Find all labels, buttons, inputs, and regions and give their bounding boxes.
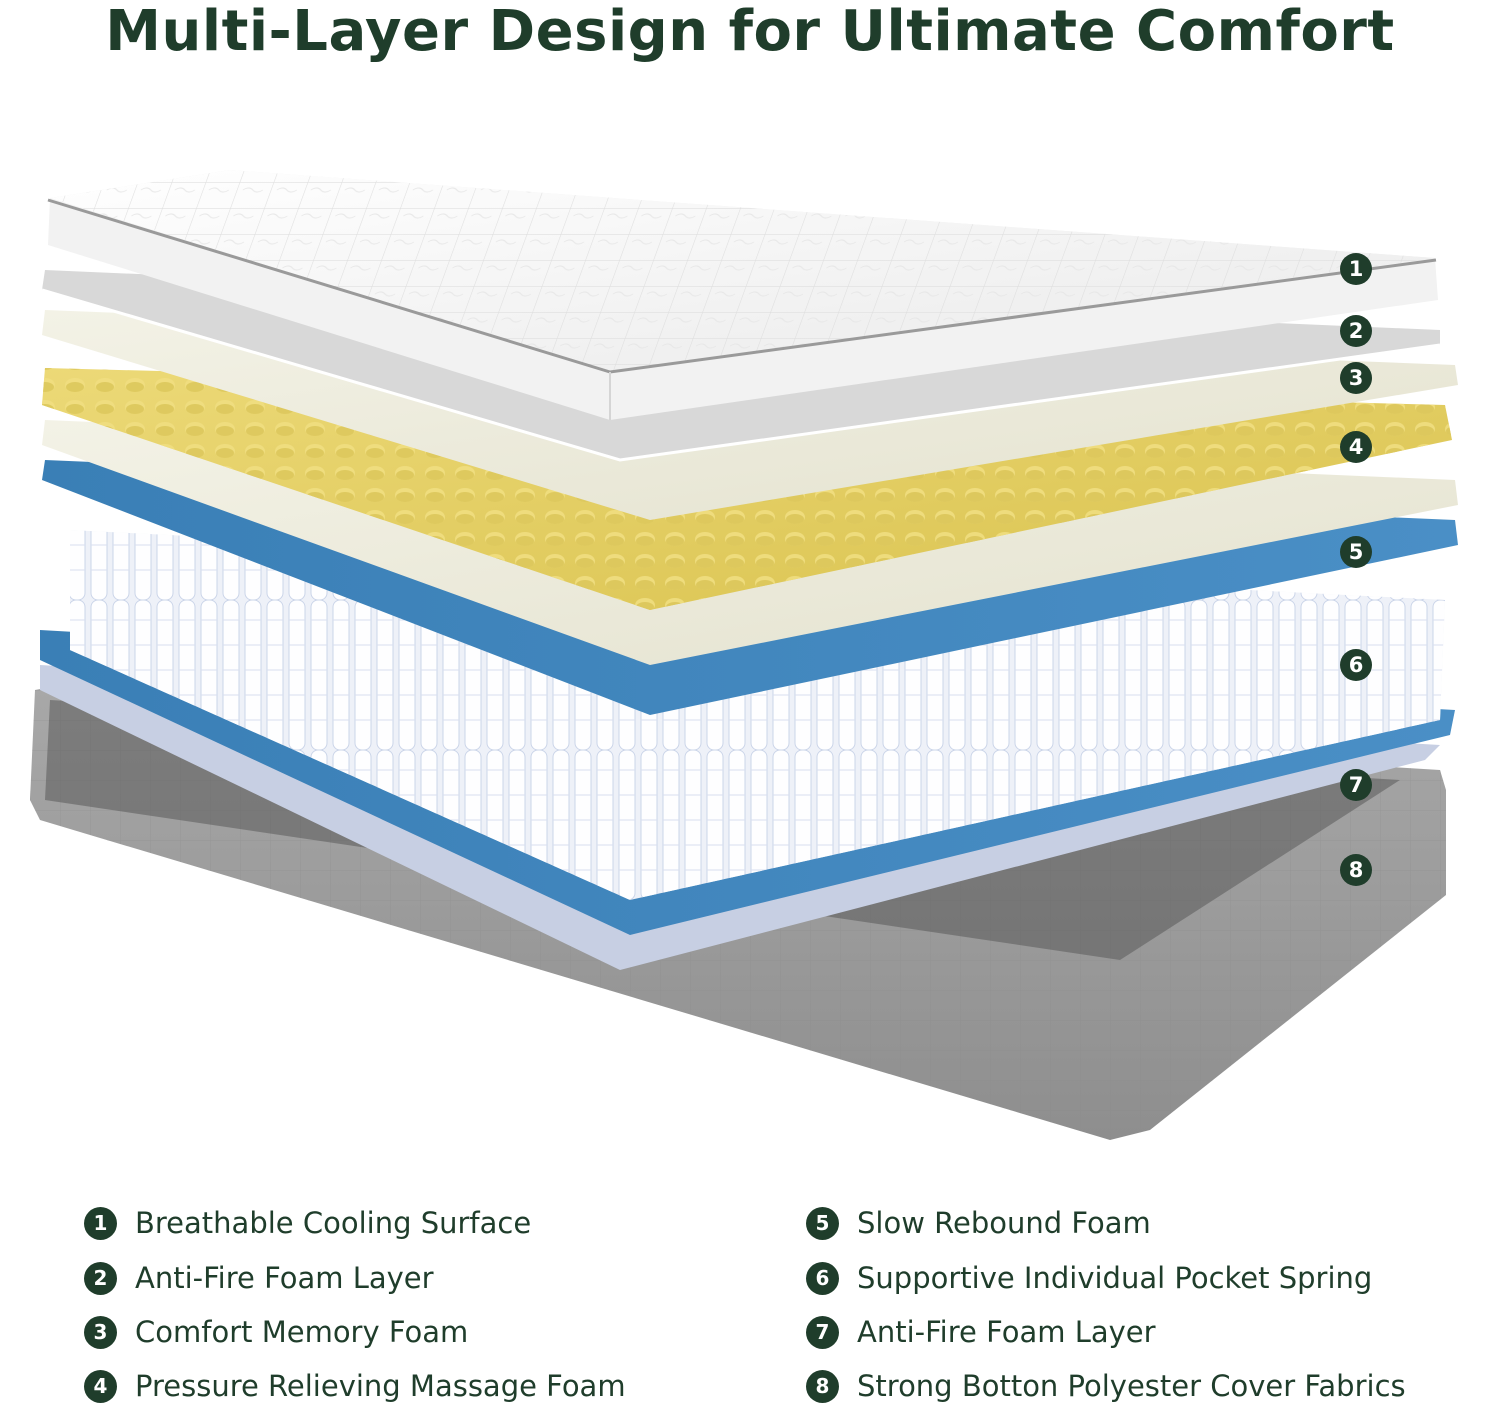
legend-badge-8: 8 [806, 1369, 839, 1403]
svg-text:2: 2 [1349, 319, 1364, 343]
svg-text:3: 3 [1349, 366, 1364, 390]
layer-legend: 1 Breathable Cooling Surface 2 Anti-Fire… [0, 1195, 1500, 1408]
legend-badge-3: 3 [84, 1315, 117, 1349]
svg-text:6: 6 [1349, 653, 1364, 677]
svg-text:8: 8 [1349, 858, 1364, 882]
layer-1-cooling-surface [47, 170, 1438, 420]
legend-item-7: 7 Anti-Fire Foam Layer [806, 1310, 1156, 1354]
legend-badge-6: 6 [806, 1261, 839, 1295]
svg-text:7: 7 [1349, 773, 1364, 797]
legend-badge-5: 5 [806, 1206, 839, 1240]
legend-label-6: Supportive Individual Pocket Spring [857, 1261, 1373, 1295]
svg-text:1: 1 [1349, 257, 1364, 281]
legend-item-3: 3 Comfort Memory Foam [84, 1310, 468, 1354]
badge-8: 8 [1340, 854, 1372, 886]
badge-6: 6 [1340, 649, 1372, 681]
legend-badge-1: 1 [84, 1206, 117, 1240]
legend-label-8: Strong Botton Polyester Cover Fabrics [857, 1369, 1406, 1403]
mattress-layers-illustration: 1 2 3 4 5 6 7 8 [30, 170, 1458, 1140]
legend-badge-7: 7 [806, 1315, 839, 1349]
legend-item-1: 1 Breathable Cooling Surface [84, 1201, 531, 1245]
legend-label-4: Pressure Relieving Massage Foam [135, 1369, 626, 1403]
page-title: Multi-Layer Design for Ultimate Comfort [105, 0, 1395, 64]
legend-item-6: 6 Supportive Individual Pocket Spring [806, 1256, 1372, 1300]
badge-3: 3 [1340, 362, 1372, 394]
legend-item-2: 2 Anti-Fire Foam Layer [84, 1256, 434, 1300]
badge-1: 1 [1340, 253, 1372, 285]
legend-label-1: Breathable Cooling Surface [135, 1206, 532, 1240]
svg-text:5: 5 [1349, 540, 1364, 564]
legend-label-3: Comfort Memory Foam [135, 1315, 469, 1349]
legend-item-8: 8 Strong Botton Polyester Cover Fabrics [806, 1364, 1406, 1408]
legend-label-5: Slow Rebound Foam [857, 1206, 1151, 1240]
legend-badge-2: 2 [84, 1261, 117, 1295]
legend-label-7: Anti-Fire Foam Layer [857, 1315, 1156, 1349]
svg-text:4: 4 [1349, 435, 1364, 459]
legend-item-5: 5 Slow Rebound Foam [806, 1201, 1151, 1245]
badge-5: 5 [1340, 536, 1372, 568]
legend-badge-4: 4 [84, 1369, 117, 1403]
legend-item-4: 4 Pressure Relieving Massage Foam [84, 1364, 626, 1408]
legend-label-2: Anti-Fire Foam Layer [135, 1261, 434, 1295]
badge-4: 4 [1340, 431, 1372, 463]
badge-2: 2 [1340, 315, 1372, 347]
badge-7: 7 [1340, 769, 1372, 801]
